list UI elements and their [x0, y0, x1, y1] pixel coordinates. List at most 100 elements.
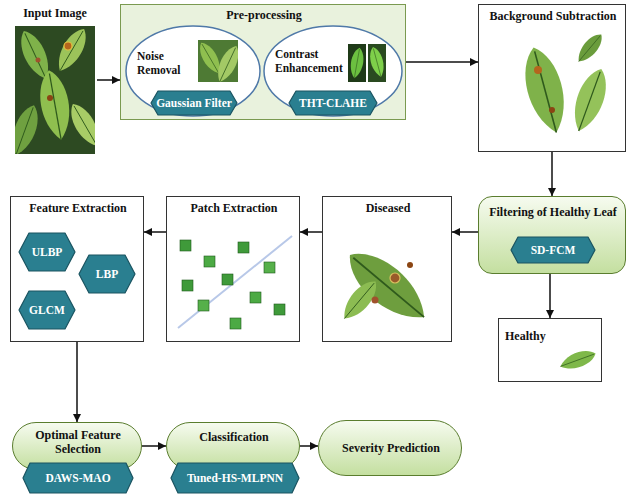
process-box: ClassificationTuned-HS-MLPNN — [166, 422, 300, 470]
flow-arrow — [549, 274, 551, 318]
leaf-patch — [230, 318, 241, 329]
method-label: DAWS-MAO — [27, 471, 129, 485]
leaf — [337, 275, 383, 324]
disease-spot — [534, 66, 542, 74]
ellipse-outline — [126, 26, 260, 116]
photo-ground — [15, 26, 95, 154]
step-ellipse: Contrast EnhancementTHT-CLAHE — [263, 25, 403, 117]
node-title: Optimal Feature Selection — [19, 428, 137, 456]
node-title: Pre-processing — [125, 8, 403, 22]
leaf — [348, 47, 365, 79]
leaf-patch — [198, 300, 209, 311]
node-title: Noise Removal — [137, 49, 197, 77]
leaf — [558, 347, 598, 374]
method-label: Gaussian Filter — [155, 96, 233, 110]
photo-ground — [368, 44, 386, 82]
flow-arrow — [300, 445, 318, 447]
leaf-patch — [264, 262, 275, 273]
node-title: Feature Extraction — [15, 201, 141, 215]
contrast-thumbnail — [348, 44, 366, 82]
feature-hex: ULBP — [19, 233, 75, 271]
node-title: Healthy — [505, 329, 555, 343]
feature-hex: GLCM — [19, 291, 75, 329]
leaf-patch — [274, 304, 285, 315]
divider-line — [178, 236, 292, 328]
node-title: Patch Extraction — [171, 201, 297, 215]
leaf-patch — [222, 274, 233, 285]
output-box: Severity Prediction — [318, 420, 462, 476]
healthy-leaf — [558, 347, 598, 374]
leaf — [517, 43, 573, 137]
disease-spot — [47, 95, 53, 101]
leaf-patch — [238, 242, 249, 253]
tab-outline — [289, 91, 377, 115]
process-box: Filtering of Healthy LeafSD-FCM — [478, 196, 626, 274]
node-title: Diseased — [327, 201, 449, 215]
tab-outline — [23, 463, 133, 493]
method-label: Tuned-HS-MLPNN — [175, 471, 295, 485]
flow-arrow — [551, 152, 553, 196]
method-label: ULBP — [21, 245, 73, 259]
leaf — [368, 46, 386, 79]
leaf — [52, 26, 93, 76]
node-title: Contrast Enhancement — [275, 47, 347, 75]
method-tab: THT-CLAHE — [289, 91, 377, 115]
leaf — [567, 65, 614, 136]
flow-arrow — [142, 445, 166, 447]
input-photo — [15, 26, 95, 154]
flow-arrow — [76, 342, 78, 422]
process-box: Patch Extraction — [166, 196, 300, 342]
process-box: Background Subtraction — [478, 4, 626, 152]
leaf — [65, 99, 95, 150]
process-box: Feature ExtractionULBP LBPGLCM — [10, 196, 144, 342]
process-box: Diseased — [322, 196, 452, 342]
leaf — [198, 40, 225, 77]
leaf — [35, 68, 74, 142]
hex-outline — [79, 255, 135, 293]
method-tab: Tuned-HS-MLPNN — [171, 463, 299, 493]
result-box: Healthy — [498, 318, 602, 382]
flow-arrow — [97, 79, 120, 81]
tab-outline — [511, 237, 595, 263]
node-title: Severity Prediction — [326, 441, 456, 455]
hex-outline — [19, 291, 75, 329]
segmented-leaves — [517, 30, 614, 137]
method-tab: SD-FCM — [511, 237, 595, 263]
disease-spot — [64, 42, 72, 50]
tab-outline — [151, 91, 237, 115]
flow-arrow — [406, 61, 478, 63]
disease-spot — [390, 273, 400, 283]
diseased-leaf — [337, 240, 436, 331]
photo-ground — [348, 44, 366, 82]
leaf-patch — [250, 292, 261, 303]
leaf — [15, 27, 56, 84]
disease-spot — [407, 262, 413, 268]
tab-outline — [171, 463, 299, 493]
disease-spot — [36, 58, 41, 63]
feature-hex: LBP — [79, 255, 135, 293]
leaf-patch — [180, 240, 191, 251]
flow-arrow — [452, 231, 478, 233]
leaf — [15, 102, 44, 154]
contrast-thumbnail — [368, 44, 386, 82]
disease-spot — [549, 107, 555, 113]
noise-thumbnail — [198, 40, 238, 82]
flow-arrow — [144, 231, 166, 233]
leaf — [213, 43, 238, 82]
ellipse-outline — [264, 26, 402, 116]
patch-set — [178, 236, 292, 329]
method-tab: DAWS-MAO — [23, 463, 133, 493]
leaf — [338, 240, 437, 331]
disease-spot — [372, 297, 379, 304]
step-ellipse: Noise RemovalGaussian Filter — [125, 25, 261, 117]
method-label: THT-CLAHE — [293, 96, 373, 110]
node-title: Filtering of Healthy Leaf — [482, 205, 624, 219]
process-box: Optimal Feature SelectionDAWS-MAO — [12, 422, 142, 470]
stage-panel: Pre-processingNoise RemovalGaussian Filt… — [120, 4, 406, 120]
leaf-patch — [182, 280, 193, 291]
photo-ground — [198, 40, 238, 82]
node-title: Input Image — [13, 6, 97, 20]
node-title: Background Subtraction — [482, 9, 624, 23]
